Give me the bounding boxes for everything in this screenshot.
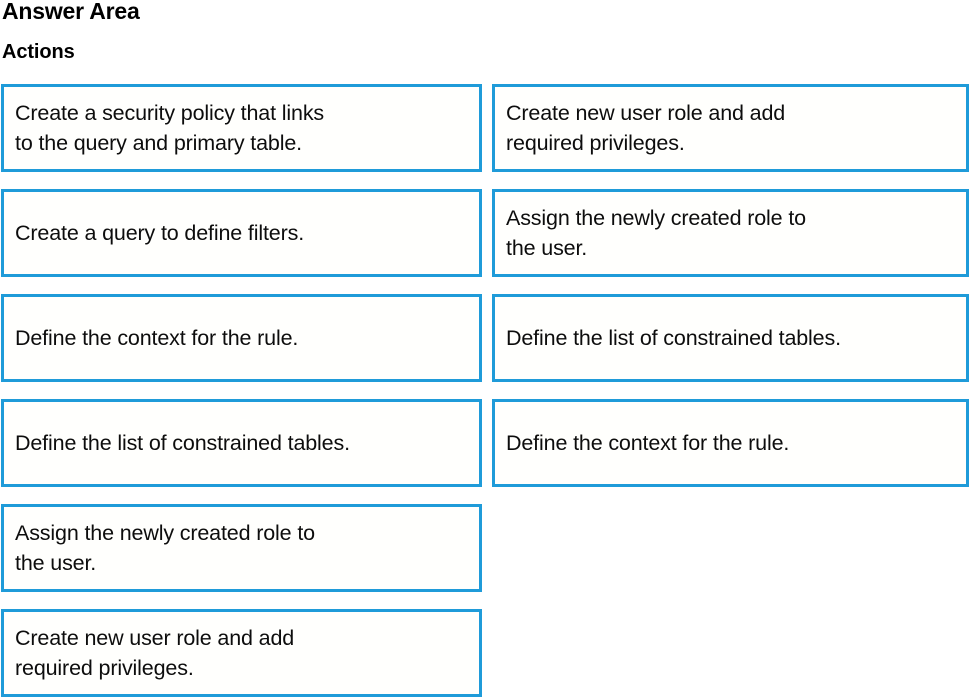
action-card[interactable]: Create new user role and add required pr…	[1, 609, 482, 697]
action-card[interactable]: Define the context for the rule.	[492, 399, 969, 487]
action-card-label: Create new user role and add required pr…	[15, 626, 295, 680]
action-card-label: Assign the newly created role to the use…	[15, 521, 315, 575]
actions-source-list: Create a security policy that links to t…	[1, 84, 482, 697]
action-card[interactable]: Define the context for the rule.	[1, 294, 482, 382]
section-label-actions: Actions	[2, 41, 75, 63]
action-card-label: Create a security policy that links to t…	[15, 101, 325, 155]
action-card[interactable]: Create a security policy that links to t…	[1, 84, 482, 172]
action-card[interactable]: Define the list of constrained tables.	[1, 399, 482, 487]
action-card[interactable]: Create new user role and add required pr…	[492, 84, 969, 172]
action-card-label: Define the context for the rule.	[15, 326, 299, 350]
action-card-label: Define the context for the rule.	[506, 431, 790, 455]
action-card[interactable]: Create a query to define filters.	[1, 189, 482, 277]
action-card-label: Assign the newly created role to the use…	[506, 206, 806, 260]
action-card[interactable]: Assign the newly created role to the use…	[492, 189, 969, 277]
action-card[interactable]: Define the list of constrained tables.	[492, 294, 969, 382]
action-card-label: Create a query to define filters.	[15, 221, 305, 245]
page-title: Answer Area	[2, 0, 140, 24]
action-card-label: Define the list of constrained tables.	[15, 431, 350, 455]
action-card-label: Create new user role and add required pr…	[506, 101, 786, 155]
action-card-label: Define the list of constrained tables.	[506, 326, 841, 350]
action-card[interactable]: Assign the newly created role to the use…	[1, 504, 482, 592]
actions-answer-list: Create new user role and add required pr…	[492, 84, 969, 487]
